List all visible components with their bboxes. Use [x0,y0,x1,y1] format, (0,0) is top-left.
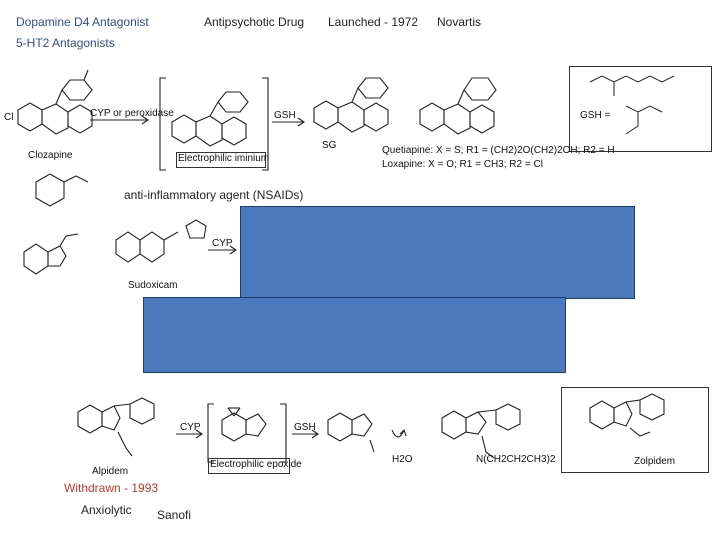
glutathione-structure [589,75,675,135]
dipropylamide-label: N(CH2CH2CH3)2 [476,454,556,465]
rearomatized-adduct [441,403,521,459]
gsh-arrow-label-1: GSH [274,110,296,121]
dopamine-structure [35,173,89,207]
withdrawn-label: Withdrawn - 1993 [64,481,159,495]
alpidem-gsh-adduct [327,412,375,453]
drug-class-label: Anxiolytic [81,503,132,517]
epoxide-label: Electrophilic epoxide [210,459,302,470]
nsaid-label: anti-inflammatory agent (NSAIDs) [124,188,304,202]
loxapine-label: Loxapine: X = O; R1 = CH3; R2 = Cl [382,159,543,170]
gsh-equals-label: GSH = [580,110,611,121]
iminium-structure [171,91,249,147]
clozapine-label: Clozapine [28,150,73,161]
zolpidem-label: Zolpidem [634,456,676,467]
company-label: Novartis [437,15,482,29]
cyp-label-3: CYP [180,422,201,433]
drug-type-label: Antipsychotic Drug [204,15,305,29]
alpidem-label: Alpidem [92,466,129,477]
iminium-label-box [176,152,266,168]
clozapine-structure [17,69,93,135]
occluding-rectangle-top [240,206,635,299]
zolpidem-box [561,387,709,473]
gsh-arrow-label-2: GSH [294,422,316,433]
clozapine-gsh-adduct [313,77,389,133]
iminium-label: Electrophilic iminium [178,153,270,164]
sg-label-1: SG [322,140,337,151]
sudoxicam-structure [115,219,207,263]
footer-company-label: Sanofi [157,508,192,522]
clozapine-cl-label: Cl [4,112,14,123]
target-label-5ht2: 5-HT2 Antagonists [16,36,115,50]
gsh-formula-box [569,66,712,152]
target-label-d4: Dopamine D4 Antagonist [16,15,149,29]
serotonin-structure [23,233,79,275]
epoxide-structure [221,407,267,442]
generic-dibenzo-structure [419,77,497,135]
launch-year-label: Launched - 1972 [328,15,419,29]
sudoxicam-label: Sudoxicam [128,280,178,291]
zolpidem-structure [589,393,665,437]
occluding-rectangle-bottom [143,297,566,373]
cyp-label-2: CYP [212,238,233,249]
water-label: H2O [392,454,413,465]
cyp-peroxidase-label: CYP or peroxidase [90,108,174,119]
quetiapine-label: Quetiapine: X = S; R1 = (CH2)2O(CH2)2OH;… [382,145,615,156]
epoxide-label-box [208,458,290,474]
alpidem-structure [77,397,155,457]
